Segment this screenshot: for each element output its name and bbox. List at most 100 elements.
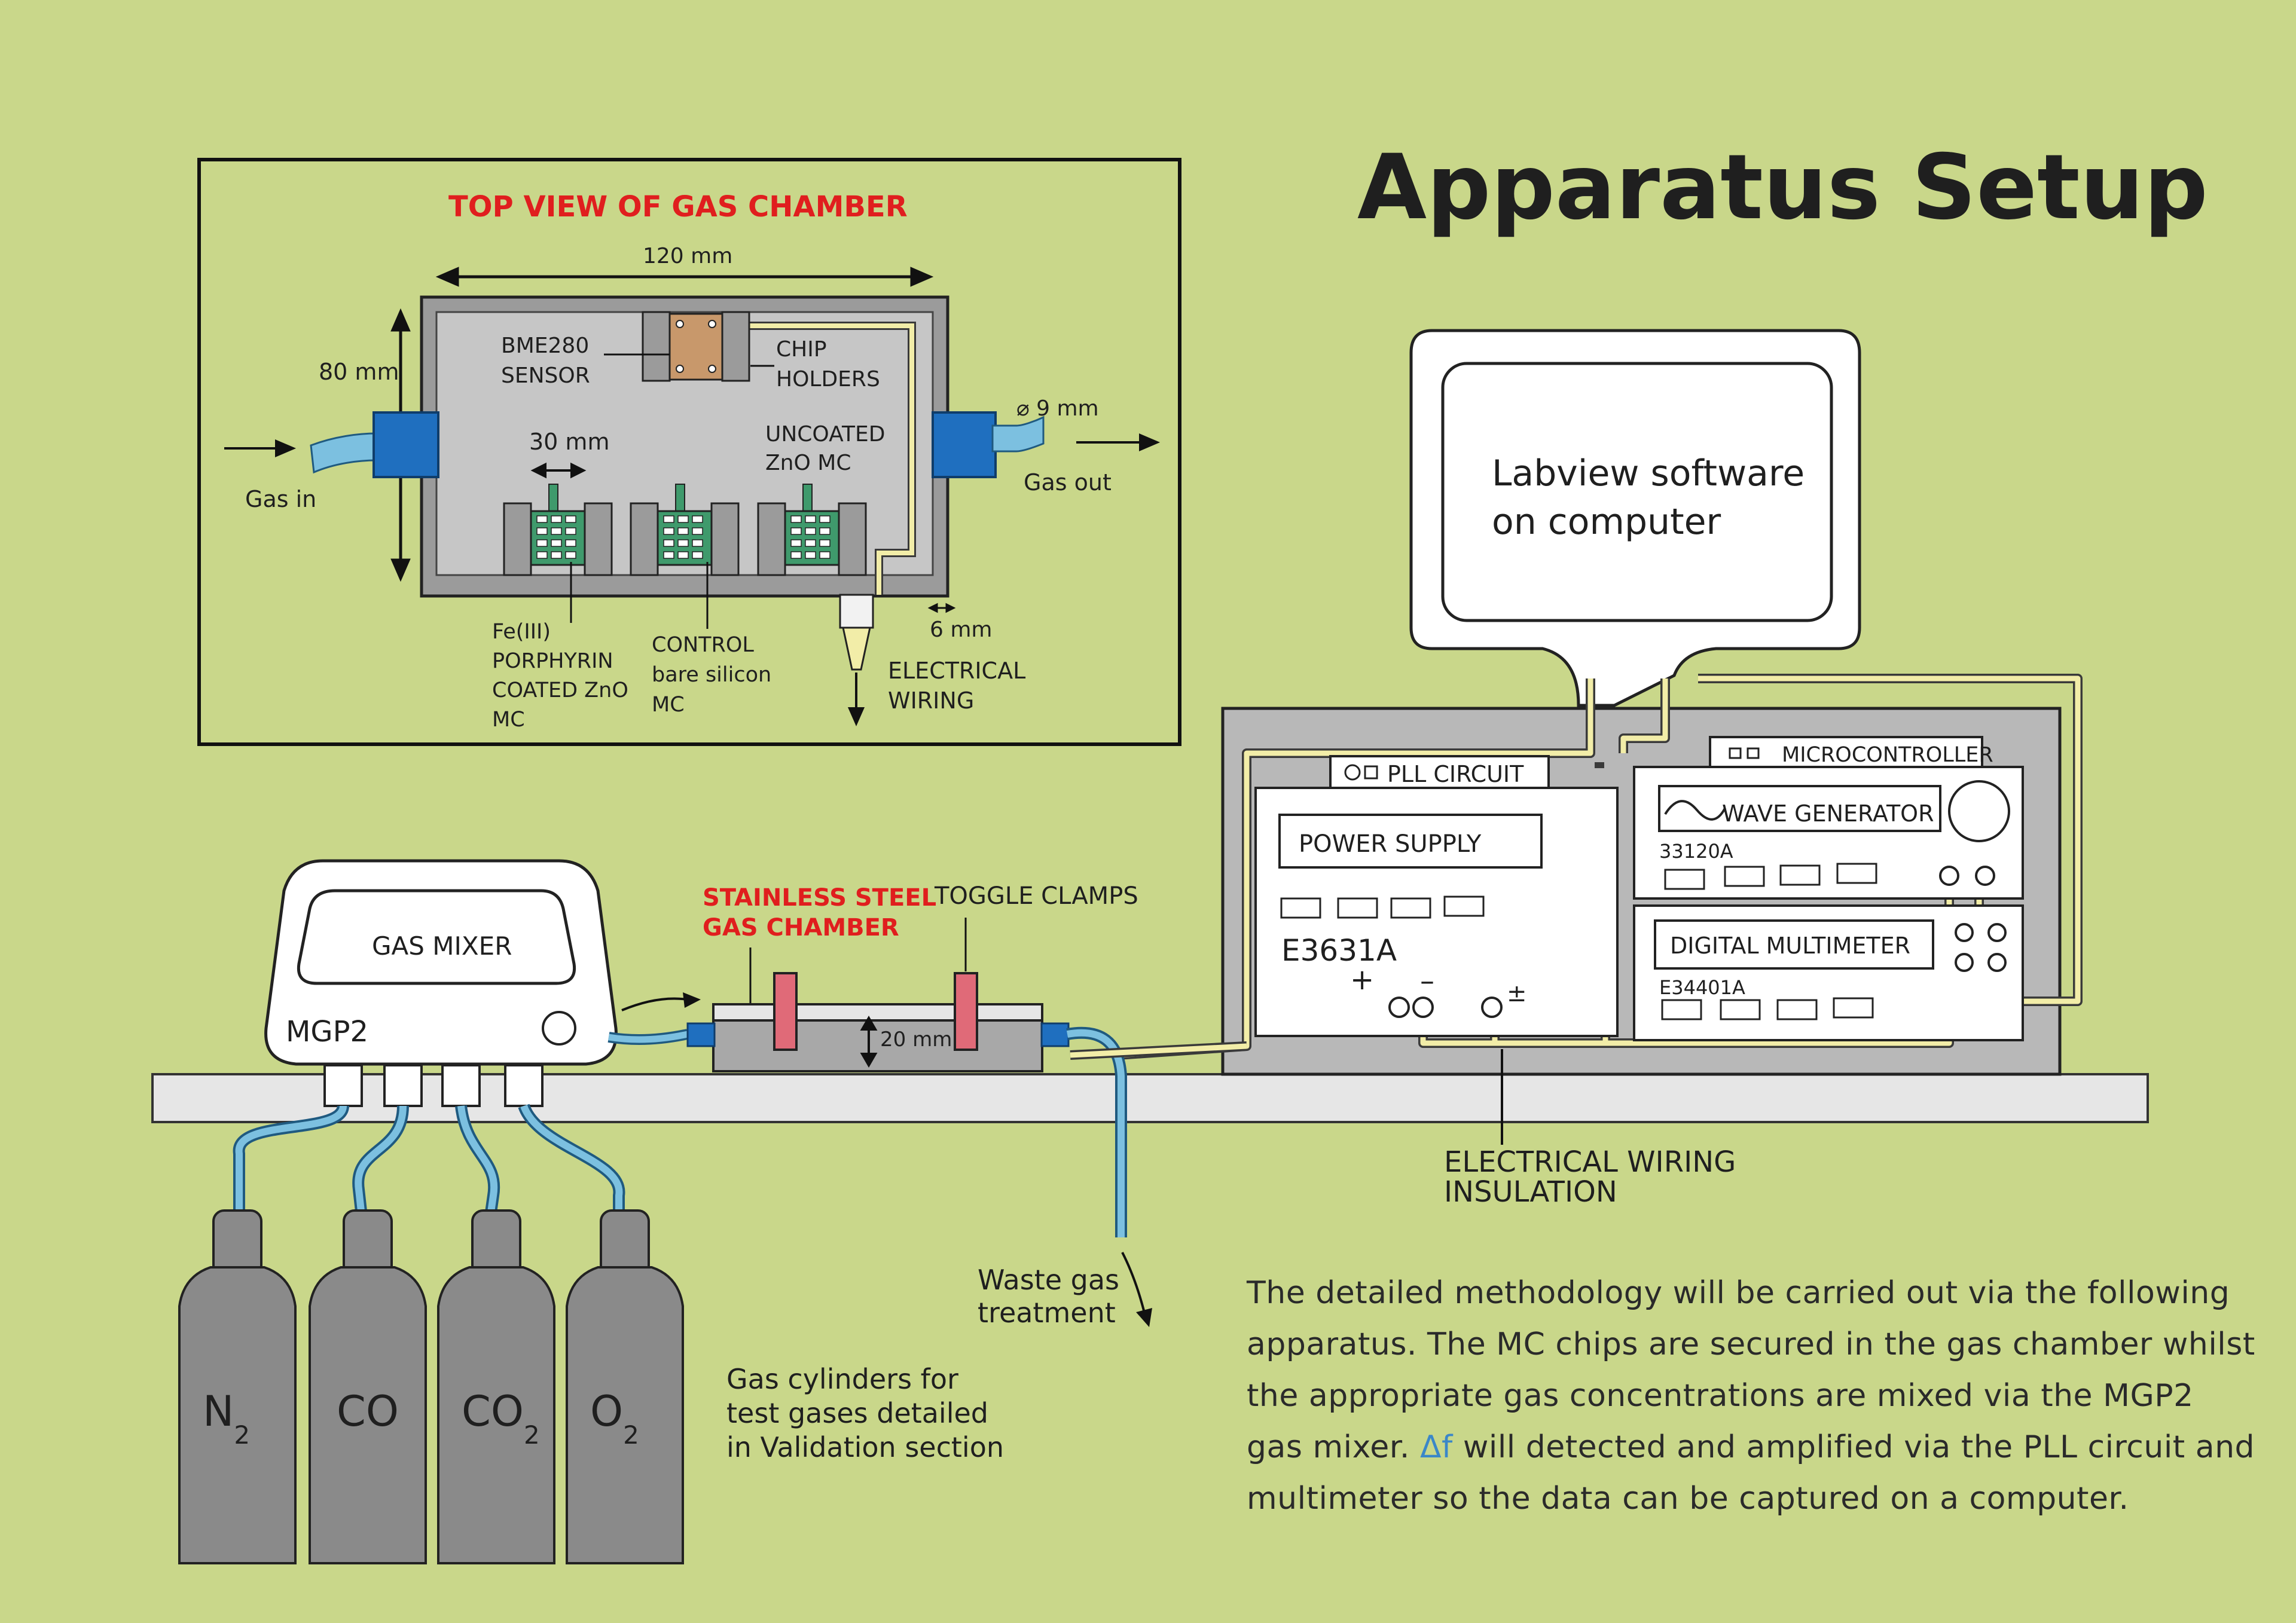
chip-pad	[663, 527, 674, 535]
chip-holder-right	[721, 311, 750, 382]
cylinder-label-subscript: 2	[234, 1420, 250, 1450]
chip-pad	[565, 539, 576, 547]
toggle-clamps-label: TOGGLE CLAMPS	[934, 882, 1138, 910]
monitor-screen	[1441, 362, 1833, 622]
delta-f-symbol: Δf	[1419, 1429, 1453, 1465]
wiring-plug-stem	[842, 626, 871, 671]
uncoated-label-1: UNCOATED	[765, 422, 885, 447]
chamber-lid	[712, 1003, 1043, 1022]
waste-arrow-head	[1136, 1308, 1152, 1327]
uncoated-label-2: ZnO MC	[765, 451, 851, 475]
inset-title: TOP VIEW OF GAS CHAMBER	[448, 190, 908, 224]
chip-pad	[677, 515, 689, 523]
gas-hose-fill	[235, 1105, 347, 1217]
power-minus: –	[1420, 964, 1434, 998]
pll-icon-circle	[1344, 764, 1361, 781]
chip-pad	[805, 551, 816, 559]
paragraph-line-4: gas mixer. Δf will detected and amplifie…	[1247, 1422, 2263, 1473]
microcontroller-label: MICROCONTROLLER	[1782, 743, 1993, 767]
gas-in-label: Gas in	[245, 486, 316, 512]
fe-label-1: Fe(III)	[492, 620, 551, 644]
inlet-connector	[373, 411, 439, 478]
instrument-rack: PLL CIRCUIT MICROCONTROLLER POWER SUPPLY…	[1118, 674, 2083, 1076]
chip-group	[757, 484, 867, 576]
spacing-dimension	[530, 462, 587, 479]
multimeter-buttons	[1661, 997, 1874, 1020]
chamber-outlet-connector	[1040, 1022, 1070, 1047]
diameter-label: ⌀ 9 mm	[1016, 396, 1099, 421]
height-dimension-chamber	[860, 1016, 878, 1068]
pll-label: PLL CIRCUIT	[1387, 761, 1524, 787]
power-supply-label: POWER SUPPLY	[1299, 830, 1482, 858]
chip-pad	[819, 551, 831, 559]
paragraph-line-2: apparatus. The MC chips are secured in t…	[1247, 1326, 2255, 1362]
chip-pad	[536, 551, 548, 559]
control-label-2: bare silicon	[652, 663, 771, 687]
chip-pad	[790, 539, 802, 547]
outlet-tube	[991, 415, 1045, 453]
chip-pad	[692, 515, 703, 523]
waste-arrow	[1121, 1252, 1146, 1316]
chip-pad	[536, 527, 548, 535]
chip-stem	[548, 484, 558, 512]
chip-pad	[663, 539, 674, 547]
bench	[151, 1073, 2149, 1123]
chamber-label-2: GAS CHAMBER	[703, 914, 899, 942]
chip-holders-label-1: CHIP	[776, 337, 827, 362]
pll-box	[1329, 755, 1550, 789]
gas-cylinder: O2	[566, 1209, 684, 1564]
width-dimension	[435, 267, 934, 287]
width-label: 120 mm	[643, 244, 732, 268]
control-label-1: CONTROL	[652, 633, 754, 657]
chamber-inlet-connector	[686, 1022, 716, 1047]
waste-label-1: Waste gas	[978, 1264, 1119, 1296]
clamp-left	[773, 972, 798, 1051]
gas-mixer: GAS MIXER MGP2	[264, 859, 701, 1107]
chip-pad	[536, 515, 548, 523]
computer-label-1: Labview software	[1492, 453, 1805, 494]
sensor-pins	[676, 320, 716, 373]
wiring-label-1: ELECTRICAL	[888, 658, 1025, 684]
bme-label-2: SENSOR	[501, 363, 590, 388]
height-label: 80 mm	[319, 359, 399, 385]
chamber-base	[712, 1019, 1043, 1072]
chip-group	[503, 484, 613, 576]
gap-dimension	[927, 603, 956, 613]
chip-pad	[677, 527, 689, 535]
gas-hose-fill	[355, 1105, 407, 1217]
chip-pad	[677, 551, 689, 559]
fe-label-2: PORPHYRIN	[492, 649, 613, 673]
wave-terminals	[1939, 866, 1995, 886]
wiring-arrow	[847, 673, 865, 726]
power-terminals	[1388, 997, 1503, 1018]
chip-pad	[663, 551, 674, 559]
power-plus: +	[1350, 963, 1374, 997]
power-buttons	[1280, 895, 1485, 919]
wave-buttons	[1664, 863, 1877, 890]
chip-pad	[536, 539, 548, 547]
mixer-model: MGP2	[286, 1015, 368, 1049]
multimeter-label-box	[1654, 919, 1934, 970]
clamp-right	[954, 972, 978, 1051]
chip-pad	[805, 539, 816, 547]
wiring-label-2: WIRING	[888, 687, 974, 714]
chip-pad	[692, 527, 703, 535]
inlet-tube	[310, 432, 378, 474]
chip-pad	[805, 515, 816, 523]
chip-pad	[565, 551, 576, 559]
microcontroller-box	[1709, 736, 1983, 770]
sine-wave-icon	[1664, 800, 1726, 821]
bme-label-1: BME280	[501, 334, 589, 358]
pll-icon-square	[1364, 765, 1378, 780]
cylinder-label-subscript: 2	[524, 1420, 540, 1450]
chip-groups	[503, 484, 867, 576]
cylinder-label-subscript: 2	[623, 1420, 639, 1450]
chip-pad	[790, 551, 802, 559]
wave-label-box	[1658, 785, 1941, 832]
chip-pad	[565, 527, 576, 535]
chip-pad	[551, 527, 562, 535]
stainless-chamber: STAINLESS STEEL GAS CHAMBER TOGGLE CLAMP…	[686, 882, 1138, 1072]
chip-pad	[551, 551, 562, 559]
chip-pad	[790, 515, 802, 523]
cylinder-body	[566, 1266, 684, 1564]
